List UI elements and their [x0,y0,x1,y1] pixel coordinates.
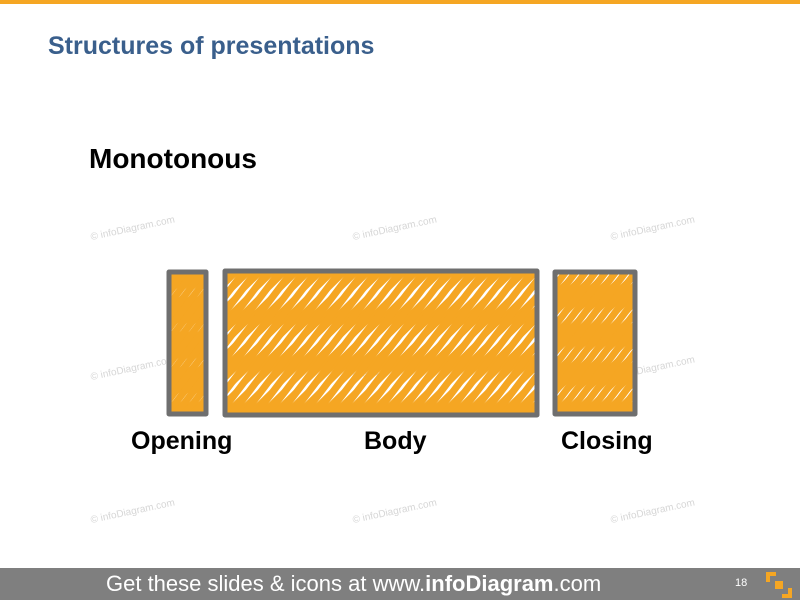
closing-label: Closing [561,427,653,455]
opening-box [166,269,209,417]
slide-title: Structures of presentations [48,32,375,60]
page-number: 18 [735,577,748,589]
structure-type-heading: Monotonous [89,143,257,174]
body-hatch-fill [226,273,536,414]
infodiagram-logo-icon [766,572,792,598]
closing-box [552,269,638,417]
top-accent-bar [0,0,800,4]
footer-promo-link[interactable]: Get these slides & icons at www.infoDiag… [106,571,601,597]
opening-label: Opening [131,427,233,455]
body-box [222,268,540,418]
footer-bar: Get these slides & icons at www.infoDiag… [0,568,800,600]
footer-suffix: .com [553,571,602,596]
closing-hatch-fill [556,273,634,413]
footer-prefix: Get these slides & icons at www. [106,571,426,596]
opening-hatch-fill [170,273,205,413]
footer-brand: infoDiagram [425,571,554,596]
body-label: Body [364,427,427,455]
